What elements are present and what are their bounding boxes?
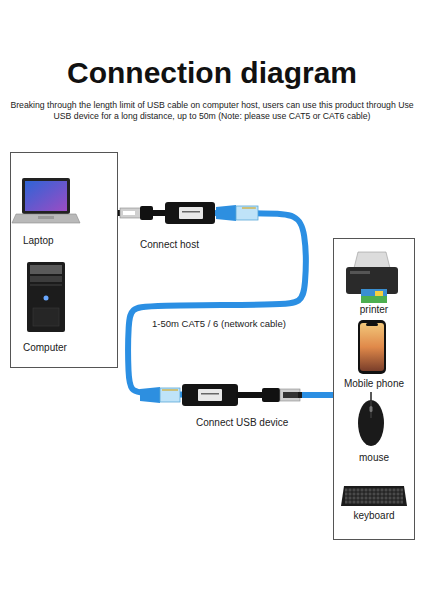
- device-label: printer: [337, 304, 411, 316]
- computer-icon-part: [30, 265, 62, 274]
- computer-icon-part: [30, 276, 62, 282]
- device-extender: [140, 384, 302, 406]
- host-extender-part: [242, 207, 256, 208]
- mouse-icon-part: [370, 406, 373, 412]
- device-extender-part: [140, 387, 160, 403]
- computer-icon: [27, 262, 65, 332]
- mouse-icon-part: [371, 401, 372, 418]
- host-extender-part: [140, 206, 153, 220]
- device-extender-part: [198, 389, 222, 401]
- port-label: Connect USB device: [196, 417, 328, 430]
- printer-icon: [346, 252, 398, 303]
- computer-icon-part: [44, 296, 49, 301]
- mouse-icon-part: [370, 392, 372, 400]
- host-extender-part: [236, 206, 258, 220]
- laptop-icon-part: [38, 216, 54, 219]
- keyboard-icon-part: [345, 488, 403, 504]
- device-extender-part: [262, 388, 280, 402]
- device-extender-part: [283, 392, 298, 398]
- phone-icon-part: [358, 320, 386, 374]
- host-extender-part: [165, 202, 215, 224]
- description-note: Breaking through the length limit of USB…: [2, 100, 422, 122]
- device-extender-part: [162, 389, 178, 390]
- host-extender-part: [152, 210, 167, 216]
- printer-icon-part: [354, 252, 390, 268]
- laptop-icon-part: [25, 181, 67, 211]
- network-cable: [118, 213, 333, 395]
- keyboard-icon-part: [341, 486, 407, 506]
- device-extender-part: [298, 392, 302, 398]
- device-extender-part: [236, 392, 264, 398]
- printer-icon-part: [350, 271, 370, 274]
- laptop-icon-part: [12, 214, 80, 223]
- device-label: Laptop: [23, 235, 105, 247]
- phone-icon: [358, 320, 386, 374]
- laptop-icon-part: [22, 178, 70, 214]
- device-extender-part: [182, 384, 238, 406]
- host-extender-part: [216, 205, 236, 221]
- port-label: Connect host: [140, 239, 250, 252]
- device-extender-part: [160, 388, 180, 402]
- printer-icon-part: [361, 289, 387, 303]
- computer-icon-part: [33, 308, 59, 326]
- host-extender-part: [182, 211, 200, 213]
- host-panel: LaptopComputer: [10, 152, 118, 368]
- mouse-icon: [358, 392, 384, 446]
- device-label: mouse: [337, 452, 411, 464]
- phone-icon-part: [366, 323, 378, 326]
- host-extender-part: [120, 208, 141, 218]
- computer-icon-part: [27, 262, 65, 332]
- printer-icon-part: [361, 296, 387, 303]
- phone-icon-part: [360, 323, 384, 371]
- host-extender-part: [179, 207, 203, 219]
- device-label: Mobile phone: [337, 378, 411, 390]
- host-extender-part: [123, 211, 135, 215]
- host-extender: [117, 202, 258, 224]
- cable-label: 1-50m CAT5 / 6 (network cable): [150, 318, 304, 330]
- laptop-icon: [12, 178, 80, 223]
- device-extender-part: [201, 393, 219, 395]
- device-label: keyboard: [337, 510, 411, 522]
- diagram-title: Connection diagram: [0, 54, 424, 92]
- device-extender-part: [280, 389, 300, 401]
- printer-icon-part: [375, 291, 383, 296]
- computer-icon-part: [30, 284, 62, 286]
- mouse-icon-part: [358, 400, 384, 446]
- device-label: Computer: [23, 342, 105, 354]
- keyboard-icon: [341, 486, 407, 506]
- device-panel: printerMobile phone mouse keyboard: [333, 238, 415, 540]
